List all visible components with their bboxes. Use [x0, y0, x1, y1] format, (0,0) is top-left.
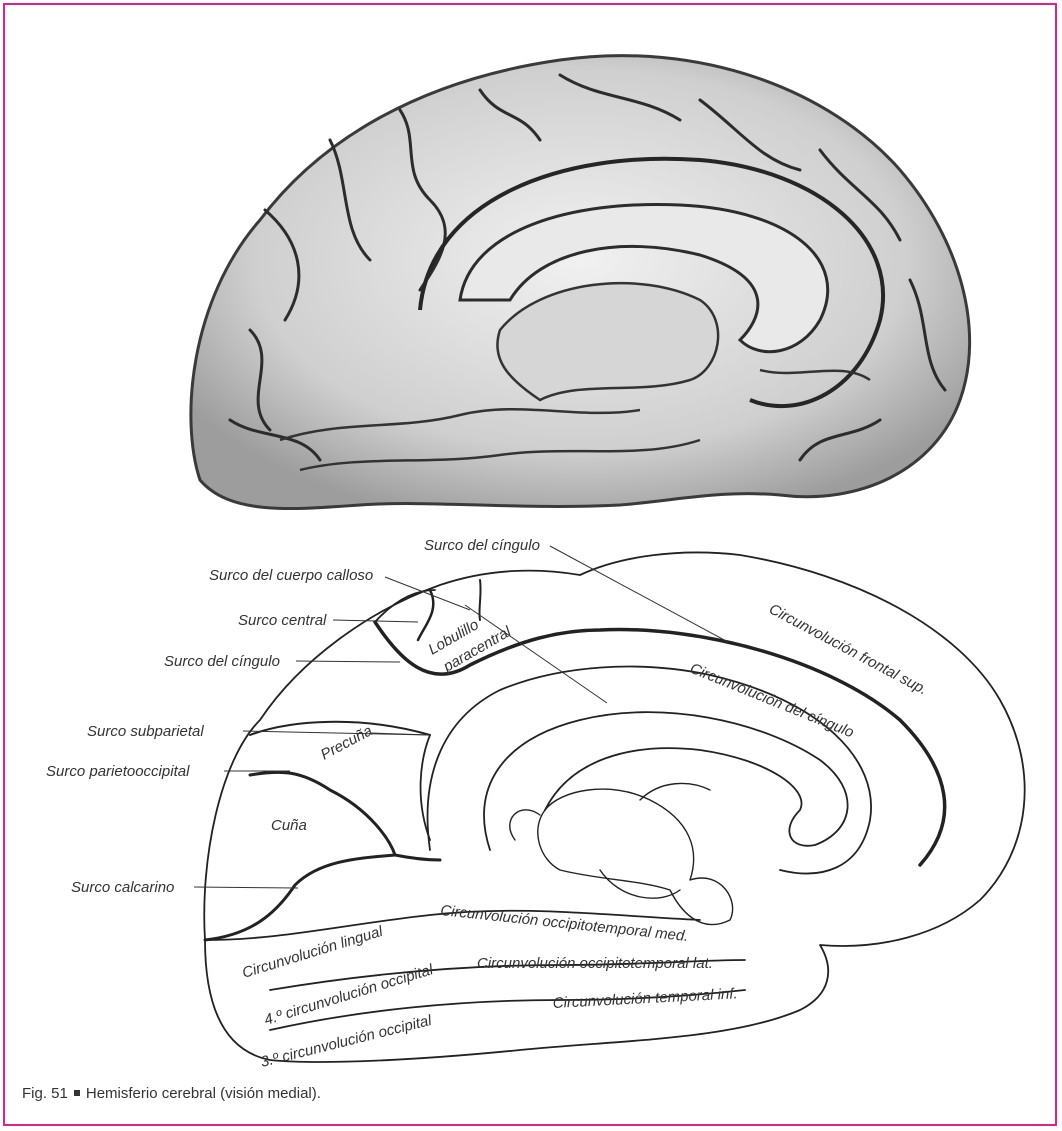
paracentral-lobule [375, 590, 435, 622]
diencephalon-sketch [538, 789, 733, 924]
label-surco-cingulo-top: Surco del cíngulo [424, 537, 540, 554]
label-surco-cingulo-left: Surco del cíngulo [164, 653, 280, 670]
label-surco-central: Surco central [238, 612, 327, 629]
label-circ-temporal-inf: Circunvolución temporal inf. [552, 985, 738, 1012]
figure-caption: Fig. 51 Hemisferio cerebral (visión media… [22, 1085, 321, 1102]
caption-text: Hemisferio cerebral (visión medial). [86, 1085, 321, 1102]
label-circ-occipitotemporal-med: Circunvolución occipitotemporal med. [440, 902, 690, 945]
central-sulcus [418, 590, 433, 640]
parietooccipital-sulcus [250, 772, 395, 855]
label-circ-cingulo: Circunvolución del cíngulo [688, 660, 857, 741]
label-cuna: Cuña [271, 817, 307, 834]
label-surco-parietooccipital: Surco parietooccipital [46, 763, 190, 780]
bullet-icon [74, 1090, 80, 1096]
label-precuna: Precuña [318, 722, 375, 763]
label-circ-occipitotemporal-lat: Circunvolución occipitotemporal lat. [477, 955, 713, 972]
medial-diagram [204, 552, 1024, 1061]
brain-illustration [191, 56, 970, 509]
label-surco-calcarino: Surco calcarino [71, 879, 174, 896]
caption-number: Fig. 51 [22, 1085, 68, 1102]
label-surco-cuerpo-calloso: Surco del cuerpo calloso [209, 567, 373, 584]
brain-outline [191, 56, 970, 509]
label-surco-subparietal: Surco subparietal [87, 723, 204, 740]
cingulate-inner [428, 667, 872, 874]
leader-lines [194, 546, 728, 888]
callosum-outline [484, 712, 848, 850]
